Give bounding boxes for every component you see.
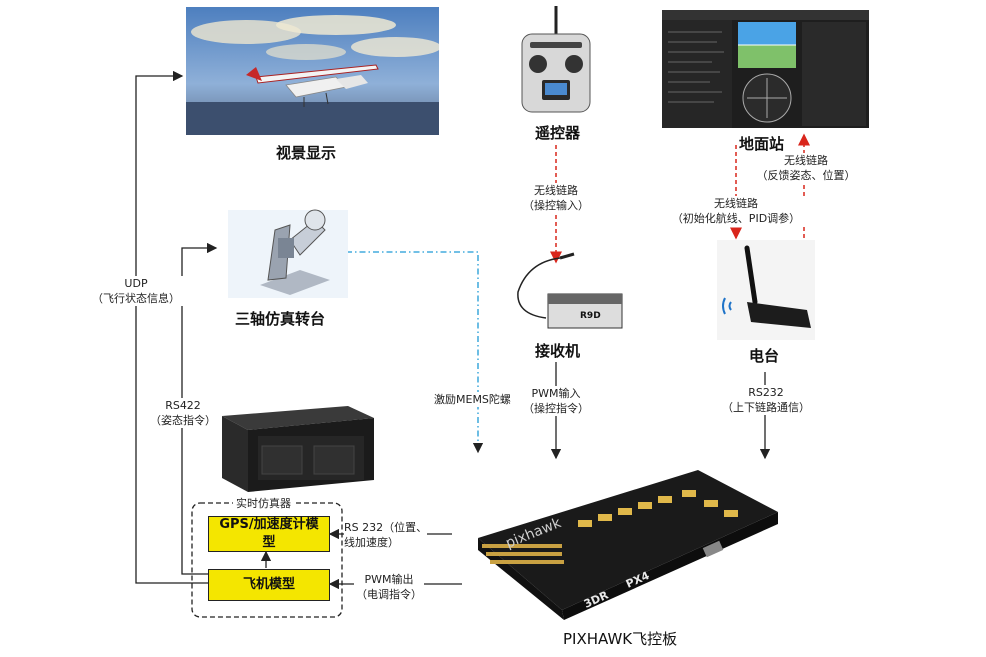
receiver-model-text: R9D [580,311,601,321]
rs232-sim-line-2: 线加速度） [344,536,399,549]
radio-image [717,240,815,340]
simulator-computer-image [218,402,376,494]
radio-label: 电台 [749,347,780,365]
pixhawk-label: PIXHAWK飞控板 [563,630,678,648]
rc-wireless-line-2: （操控输入） [523,199,589,212]
mems-line [346,251,484,454]
pwm-in-annotation: PWM输入 （操控指令） [515,386,597,416]
rs232-radio-line-1: RS232 [748,386,784,399]
pwm-out-line-1: PWM输出 [364,573,414,586]
visual-display-image [186,7,439,135]
gps-model-line-2: 型 [262,535,276,550]
pixhawk-image: pixhawk PX4 3DR [468,460,788,620]
gps-accel-model-box: GPS/加速度计模 型 [208,516,330,552]
downlink-line-2: （反馈姿态、位置） [756,169,856,182]
turntable-label: 三轴仿真转台 [235,310,326,328]
uplink-annotation: 无线链路 （初始化航线、PID调参） [664,196,808,226]
pwm-out-annotation: PWM输出 （电调指令） [354,572,424,602]
rs232-radio-line-2: （上下链路通信） [722,401,810,414]
ground-station-image [662,10,869,128]
receiver-label: 接收机 [535,342,581,360]
pwm-in-line-1: PWM输入 [531,387,581,400]
udp-line-2: （飞行状态信息） [92,292,180,305]
rc-wireless-line-1: 无线链路 [534,184,578,197]
rs232-sim-annotation: RS 232（位置、 线加速度） [344,520,428,550]
rs232-radio-annotation: RS232 （上下链路通信） [716,385,816,415]
mems-annotation: 激励MEMS陀螺 [434,392,511,407]
downlink-line-1: 无线链路 [784,154,828,167]
rs422-annotation: RS422 （姿态指令） [150,398,216,428]
downlink-annotation: 无线链路 （反馈姿态、位置） [756,153,856,183]
rs232-sim-line-1: RS 232（位置、 [344,521,428,534]
ground-station-label: 地面站 [739,135,785,153]
rs422-line-2: （姿态指令） [150,414,216,427]
receiver-image: R9D [498,252,628,334]
uplink-line-1: 无线链路 [714,197,758,210]
rc-label: 遥控器 [535,124,581,142]
pwm-in-line-2: （操控指令） [523,402,589,415]
udp-annotation: UDP （飞行状态信息） [88,276,184,306]
uplink-line-2: （初始化航线、PID调参） [671,212,801,225]
gps-model-line-1: GPS/加速度计模 [219,517,319,532]
udp-line-1: UDP [124,277,148,290]
airplane-icon [246,64,379,107]
rc-transmitter-image [516,6,596,114]
rs422-line-1: RS422 [165,399,201,412]
pwm-out-line-2: （电调指令） [356,588,422,601]
rc-wireless-annotation: 无线链路 （操控输入） [515,183,597,213]
udp-line [135,70,208,584]
rt-sim-title: 实时仿真器 [233,496,294,511]
turntable-image [220,200,350,300]
visual-display-label: 视景显示 [276,144,337,162]
aircraft-model-box: 飞机模型 [208,569,330,601]
